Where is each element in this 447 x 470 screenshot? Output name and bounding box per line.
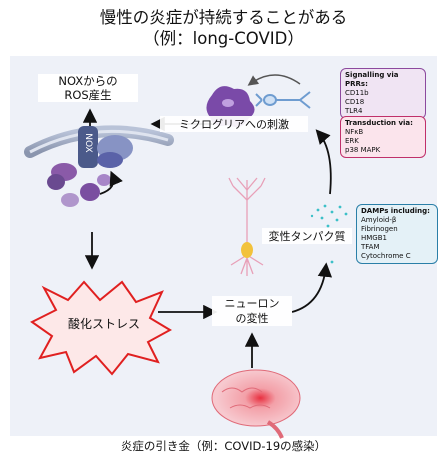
- transduction-item: p38 MAPK: [345, 146, 381, 154]
- neuron-cell-icon: [255, 91, 311, 109]
- arrow-protein-to-microglia: [315, 129, 332, 195]
- nox-protein-label: NOX: [83, 133, 93, 153]
- damps-box: DAMPs including: Amyloid-β Fibrinogen HM…: [356, 204, 438, 264]
- prr-item: TLR4: [345, 107, 363, 115]
- arrow-curve-assembly: [99, 170, 123, 195]
- brain-icon: [211, 369, 301, 439]
- title-line1: 慢性の炎症が持続することがある: [99, 8, 348, 27]
- prr-item: CD18: [345, 98, 365, 106]
- nox-membrane-illustration: [24, 125, 174, 207]
- damps-heading: DAMPs including:: [361, 207, 430, 215]
- curved-arrow-neuron-to-microglia: [247, 74, 301, 86]
- arrow-neuron-to-protein: [291, 262, 333, 313]
- prr-item: CD11b: [345, 89, 369, 97]
- transduction-box: Transduction via: NFκB ERK p38 MAPK: [340, 116, 426, 158]
- transduction-item: ERK: [345, 137, 359, 145]
- damp-particles-icon: [310, 204, 348, 264]
- nox-protein-icon: [78, 126, 98, 168]
- nox-ros-label: NOXからの ROS産生: [38, 74, 138, 102]
- pyramidal-neuron-icon: [228, 177, 266, 276]
- prr-signalling-box: Signalling via PRRs: CD11b CD18 TLR4: [340, 68, 426, 119]
- transduction-heading: Transduction via:: [345, 119, 413, 127]
- oxidative-stress-burst: [30, 280, 173, 376]
- oxidative-stress-label: 酸化ストレス: [67, 317, 140, 331]
- damps-item: Fibrinogen: [361, 225, 398, 233]
- transduction-item: NFκB: [345, 128, 364, 136]
- damps-item: HMGB1: [361, 234, 387, 242]
- prr-heading: Signalling via PRRs:: [345, 71, 399, 88]
- misfolded-protein-label: 変性タンパク質: [262, 228, 352, 244]
- damps-item: Cytochrome C: [361, 252, 411, 260]
- title-line2: （例：long-COVID）: [143, 29, 304, 48]
- microglia-stimulus-label: ミクログリアへの刺激: [160, 116, 308, 132]
- damps-item: TFAM: [361, 243, 380, 251]
- neuron-soma-icon: [241, 242, 253, 258]
- damps-item: Amyloid-β: [361, 216, 397, 224]
- neuron-degeneration-label: ニューロン の変性: [212, 296, 292, 326]
- inflammation-trigger-caption: 炎症の引き金（例：COVID-19の感染）: [120, 439, 327, 453]
